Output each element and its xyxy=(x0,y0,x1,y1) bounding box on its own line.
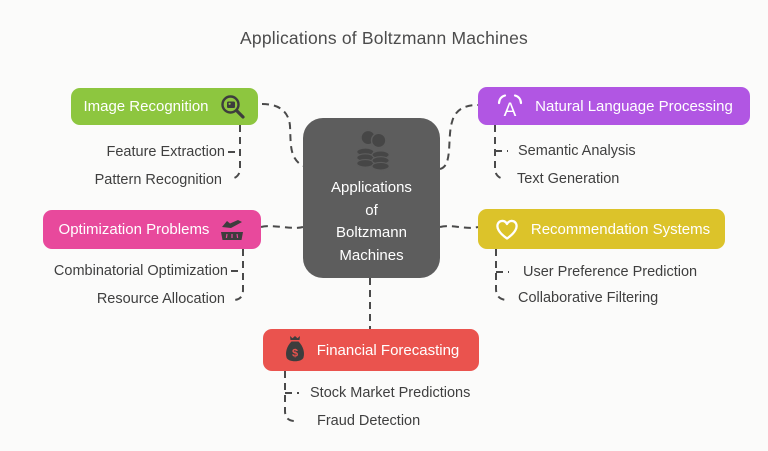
heart-icon xyxy=(493,216,521,242)
branch-financial-forecasting-label: Financial Forecasting xyxy=(316,341,460,359)
connector-center-to-recommendation xyxy=(439,225,479,229)
child-collaborative-filtering: Collaborative Filtering xyxy=(518,290,659,306)
central-node: Applications of Boltzmann Machines xyxy=(303,118,440,278)
connector-optimization-children xyxy=(232,249,244,301)
coins-icon xyxy=(349,129,395,171)
child-combinatorial-optimization: Combinatorial Optimization xyxy=(53,263,228,279)
child-resource-allocation: Resource Allocation xyxy=(96,291,225,307)
connector-image-recognition-to-center xyxy=(261,103,304,167)
branch-optimization-problems: Optimization Problems xyxy=(43,210,261,249)
airplane-takeoff-icon xyxy=(219,217,245,242)
branch-financial-forecasting: $ Financial Forecasting xyxy=(263,329,479,371)
voice-a-icon: A xyxy=(495,91,525,121)
connector-image-recognition-children xyxy=(229,125,241,180)
connector-recommendation-children xyxy=(495,249,507,301)
branch-recommendation-systems: Recommendation Systems xyxy=(478,209,725,249)
magnifier-image-icon xyxy=(219,93,246,120)
connector-center-to-nlp xyxy=(439,104,479,170)
connector-nlp-children xyxy=(494,125,506,180)
central-node-label: Applications of Boltzmann Machines xyxy=(331,179,412,264)
child-user-preference-prediction: User Preference Prediction xyxy=(523,264,698,280)
branch-optimization-problems-label: Optimization Problems xyxy=(58,221,210,238)
money-bag-icon: $ xyxy=(283,335,307,365)
child-fraud-detection: Fraud Detection xyxy=(317,413,421,429)
connector-financial-children xyxy=(284,371,296,422)
child-text-generation: Text Generation xyxy=(517,171,620,187)
child-stock-market-predictions: Stock Market Predictions xyxy=(310,385,471,401)
child-semantic-analysis: Semantic Analysis xyxy=(518,143,636,159)
child-feature-extraction: Feature Extraction xyxy=(106,144,225,160)
diagram-title: Applications of Boltzmann Machines xyxy=(240,28,528,48)
svg-text:A: A xyxy=(504,100,517,121)
branch-nlp-label: Natural Language Processing xyxy=(535,97,733,115)
child-pattern-recognition: Pattern Recognition xyxy=(94,172,222,188)
connector-optimization-to-center xyxy=(260,225,304,229)
branch-image-recognition: Image Recognition xyxy=(71,88,258,125)
svg-text:$: $ xyxy=(292,348,298,360)
branch-nlp: A Natural Language Processing xyxy=(478,87,750,125)
branch-recommendation-systems-label: Recommendation Systems xyxy=(530,220,711,238)
branch-image-recognition-label: Image Recognition xyxy=(83,98,209,115)
